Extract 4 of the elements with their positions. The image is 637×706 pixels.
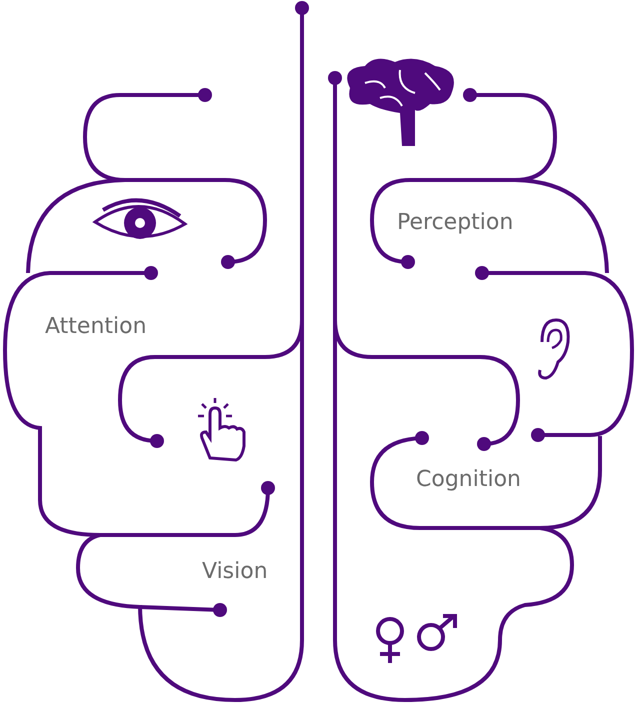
section-label: Perception — [397, 212, 514, 234]
section-label: Cognition — [416, 469, 521, 491]
section-label: Attention — [45, 316, 147, 338]
section-label: Vision — [202, 561, 268, 583]
